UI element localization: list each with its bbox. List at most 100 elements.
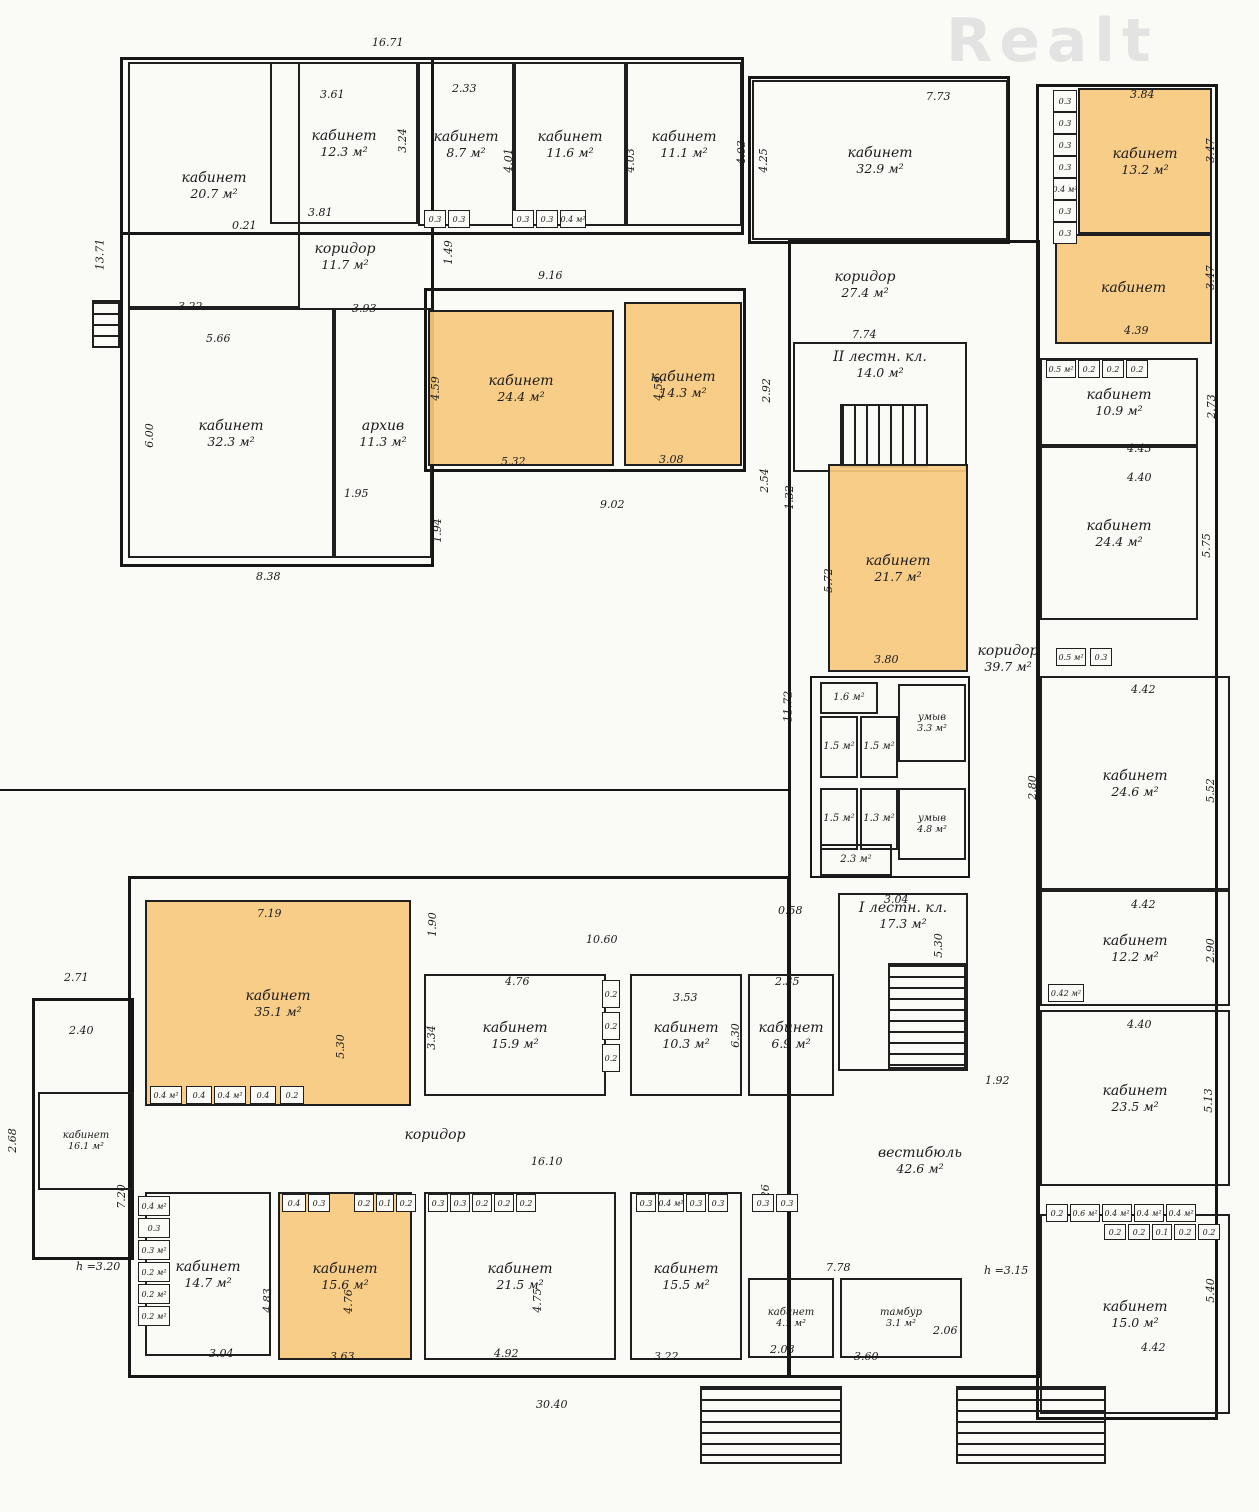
room-koridor-bottom: коридор: [385, 1118, 485, 1152]
floor-separator-line: [0, 789, 788, 791]
dim-label: 3.53: [673, 991, 698, 1004]
room-name-label: кабинет: [482, 1019, 548, 1036]
room-name-label: кабинет: [1086, 517, 1152, 534]
dim-label: 4.40: [1127, 1018, 1152, 1031]
room-area-label: 24.4 м²: [497, 388, 545, 404]
room-name-label: кабинет: [311, 127, 377, 144]
small-area-cell: 0.2: [280, 1086, 304, 1104]
room-area-label: 3.1 м²: [886, 1318, 916, 1330]
dim-label: 4.92: [494, 1347, 519, 1360]
room-area-label: 14.7 м²: [184, 1274, 232, 1290]
height-label: h =3.20: [76, 1260, 121, 1273]
room-area-label: 4.8 м²: [917, 824, 947, 836]
dim-label: 1.95: [344, 487, 369, 500]
left-staircase-hatch: [92, 300, 120, 348]
small-area-cell: 0.2: [602, 1044, 620, 1072]
room-area-label: 11.1 м²: [660, 144, 708, 160]
small-area-cell: 0.4: [250, 1086, 276, 1104]
dim-label: 1.32: [782, 485, 796, 510]
dim-label: 3.34: [424, 1025, 438, 1050]
dim-label: 4.25: [756, 148, 770, 173]
room-name-label: кабинет: [245, 987, 311, 1004]
room-name-label: кабинет: [537, 128, 603, 145]
small-area-cell: 0.2 м²: [138, 1262, 170, 1282]
small-area-cell: 0.3: [1090, 648, 1112, 666]
stairwell-1-steps: [888, 963, 966, 1069]
dim-label: 30.40: [536, 1398, 568, 1411]
small-area-cell: 0.4 м²: [658, 1194, 684, 1212]
dim-label: 7.20: [114, 1184, 128, 1209]
dim-label: 4.42: [1131, 898, 1156, 911]
dim-label: 7.74: [852, 328, 877, 341]
small-area-cell: 0.4 м²: [150, 1086, 182, 1104]
dim-label: 5.40: [1203, 1278, 1217, 1303]
room-name-label: 1.5 м²: [823, 813, 855, 825]
dim-label: 3.80: [874, 653, 899, 666]
small-area-cell: 0.4 м²: [138, 1196, 170, 1216]
room-area-label: 21.5 м²: [496, 1276, 544, 1292]
room-name-label: кабинет: [1102, 932, 1168, 949]
room-name-label: кабинет: [1102, 1298, 1168, 1315]
room-area-label: 15.6 м²: [321, 1276, 369, 1292]
small-area-cell: 0.3: [686, 1194, 706, 1212]
room-name-label: 1.5 м²: [823, 741, 855, 753]
room-name-label: 2.3 м²: [840, 854, 872, 866]
small-area-cell: 0.3: [752, 1194, 774, 1212]
room-area-label: 20.7 м²: [190, 185, 238, 201]
room-area-label: 39.7 м²: [984, 658, 1032, 674]
dim-label: 4.43: [1127, 442, 1152, 455]
small-area-cell: 0.4 м²: [214, 1086, 246, 1104]
small-area-cell: 0.4: [282, 1194, 306, 1212]
small-area-cell: 0.2: [602, 980, 620, 1008]
small-area-cell: 0.3: [776, 1194, 798, 1212]
small-area-cell: 0.3: [1053, 90, 1077, 112]
room-name-label: I лестн. кл.: [858, 900, 948, 916]
room-area-label: 32.3 м²: [207, 433, 255, 449]
dim-label: 10.60: [586, 933, 618, 946]
room-name-label: кабинет: [758, 1019, 824, 1036]
dim-label: 2.08: [770, 1343, 795, 1356]
room-name-label: кабинет: [865, 552, 931, 569]
dim-label: 0.58: [778, 904, 803, 917]
room-stairwell-2: II лестн. кл.14.0 м²: [793, 342, 967, 472]
dim-label: 4.03: [734, 140, 748, 165]
small-area-cell: 0.2: [1102, 360, 1124, 378]
small-area-cell: 0.3: [708, 1194, 728, 1212]
room-name-label: вестибюль: [878, 1144, 962, 1161]
height-label: h =3.15: [984, 1264, 1029, 1277]
room-name-label: 1.3 м²: [863, 813, 895, 825]
dim-label: 5.13: [1201, 1088, 1215, 1113]
room-wc-1-5-b: 1.5 м²: [860, 716, 898, 778]
dim-label: 5.30: [333, 1034, 347, 1059]
dim-label: 9.16: [538, 269, 563, 282]
dim-label: 3.93: [352, 302, 377, 315]
dim-label: 2.54: [757, 468, 771, 493]
dim-label: 3.04: [884, 893, 909, 906]
dim-label: 1.94: [430, 518, 444, 543]
room-name-label: кабинет: [62, 1129, 110, 1141]
entrance-steps-right: [956, 1386, 1106, 1464]
dim-label: 4.83: [260, 1288, 274, 1313]
room-name-label: кабинет: [1100, 280, 1167, 297]
dim-label: 4.59: [428, 376, 442, 401]
dim-label: 2.71: [64, 971, 89, 984]
small-area-cell: 0.6 м²: [1070, 1204, 1100, 1222]
dim-label: 3.84: [1130, 88, 1155, 101]
room-area-label: 11.3 м²: [359, 433, 407, 449]
small-area-cell: 0.4: [186, 1086, 212, 1104]
room-name-label: умыв: [917, 711, 947, 723]
dim-label: 5.72: [821, 568, 835, 593]
room-name-label: коридор: [404, 1126, 466, 1143]
stairwell-2-steps: [840, 404, 928, 468]
room-area-label: 15.9 м²: [491, 1035, 539, 1051]
room-area-label: 12.3 м²: [320, 143, 368, 159]
